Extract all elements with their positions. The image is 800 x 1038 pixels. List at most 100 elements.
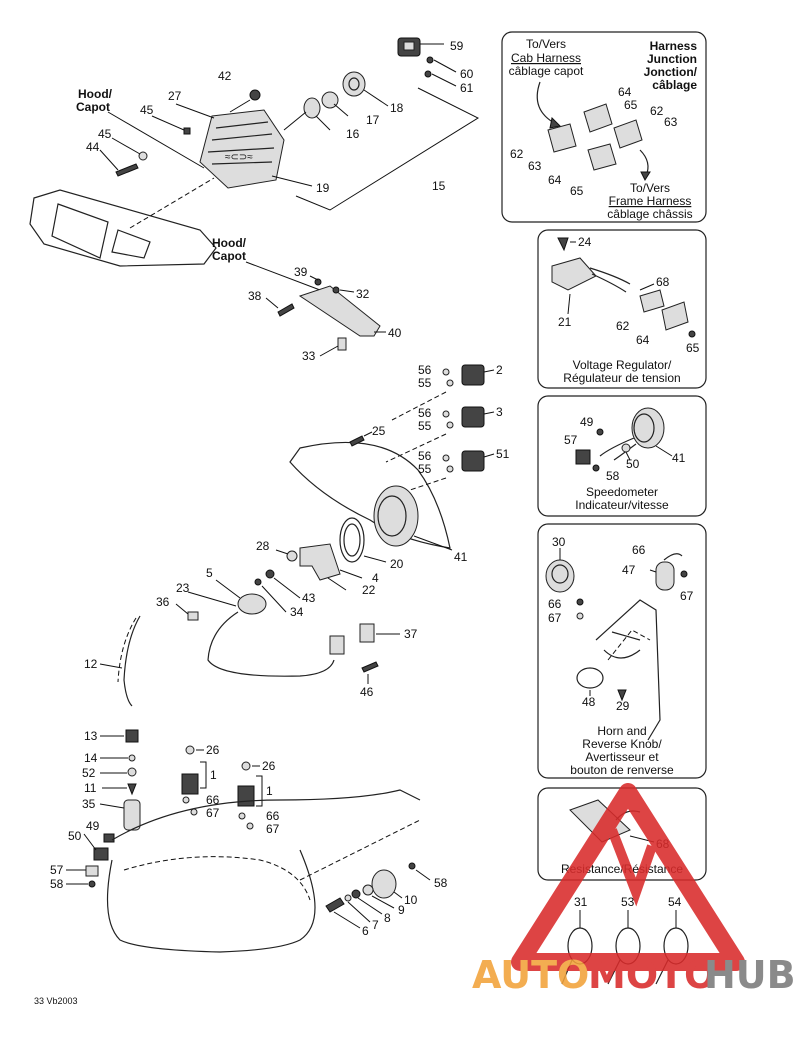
cable-ties: 31 53 54 — [561, 895, 689, 985]
leader-line — [273, 577, 301, 599]
callout-52: 52 — [82, 766, 96, 780]
connector-64a — [583, 103, 613, 133]
horn-66b-label: 66 — [548, 597, 562, 611]
leader-line — [333, 911, 361, 929]
regulator-caption-1: Voltage Regulator/ — [573, 358, 672, 372]
washer-28 — [286, 550, 298, 562]
footer-code: 33 Vb2003 — [34, 996, 78, 1006]
leader-line — [275, 549, 289, 555]
callout-11: 11 — [84, 781, 97, 795]
callout-7: 7 — [372, 918, 379, 932]
terminal-60 — [426, 56, 434, 64]
regulator-62: 62 — [616, 319, 630, 333]
panel-harness-junction: To/Vers Cab Harness câblage capot Harnes… — [501, 31, 707, 223]
callout-1b: 1 — [266, 784, 273, 798]
handlebar-column — [595, 599, 661, 741]
key-switch-10 — [371, 869, 397, 899]
switch-51 — [461, 450, 485, 472]
washer-45 — [183, 127, 191, 135]
junction-to-cab-1: To/Vers — [526, 37, 566, 51]
headlight-housing — [199, 109, 285, 189]
connector-62 — [639, 289, 665, 313]
callout-4: 4 — [372, 571, 379, 585]
watermark-auto: AUTO — [472, 953, 589, 997]
callout-6: 6 — [362, 924, 369, 938]
leader-line — [385, 433, 447, 463]
panel-frame — [537, 395, 707, 517]
leader-line — [649, 569, 657, 573]
screw-24 — [557, 237, 569, 252]
callout-15: 15 — [432, 179, 446, 193]
terminal-67b — [680, 570, 688, 578]
cab-arrow — [536, 81, 557, 125]
console-harness — [123, 856, 311, 901]
callout-61: 61 — [460, 81, 474, 95]
callout-60: 60 — [460, 67, 474, 81]
part-50 — [621, 443, 631, 453]
hood-capot-label-line1: Hood/ — [78, 87, 113, 101]
panel-speedometer: 49 57 58 50 41 Speedometer Indicateur/vi… — [537, 395, 707, 517]
leader-line — [99, 663, 123, 669]
leader-line — [393, 891, 403, 899]
callout-19: 19 — [316, 181, 330, 195]
leader-line — [339, 569, 363, 579]
callout-45b: 45 — [98, 127, 112, 141]
leader-line — [625, 451, 631, 461]
part-50 — [93, 847, 109, 861]
regulator-21: 21 — [558, 315, 572, 329]
callout-34: 34 — [290, 605, 304, 619]
tie-31-label: 31 — [574, 895, 588, 909]
leader-line — [483, 411, 495, 415]
part-57 — [85, 865, 99, 877]
knob-wire — [663, 553, 683, 561]
callout-42: 42 — [218, 69, 232, 83]
leader-line — [363, 431, 373, 437]
speedo-57: 57 — [564, 433, 578, 447]
callout-66b: 66 — [266, 809, 280, 823]
leader-line — [319, 345, 339, 357]
leader-line — [655, 445, 673, 457]
leader-line — [215, 579, 241, 599]
speedo-caption-2: Indicateur/vitesse — [575, 498, 669, 512]
leader-line — [271, 175, 313, 187]
callout-55b: 55 — [418, 419, 432, 433]
callout-41: 41 — [454, 550, 468, 564]
callout-57: 57 — [50, 863, 64, 877]
leader-line — [229, 99, 251, 113]
screw-46 — [361, 661, 379, 673]
callout-56a: 56 — [418, 363, 432, 377]
callout-50: 50 — [68, 829, 82, 843]
leader-line — [415, 869, 431, 881]
reverse-knob-47 — [655, 561, 675, 591]
leader-line — [283, 111, 307, 131]
junction-62a: 62 — [650, 104, 664, 118]
horn-30-label: 30 — [552, 535, 566, 549]
panel-frame — [501, 31, 707, 223]
callout-38: 38 — [248, 289, 262, 303]
dash-panel — [289, 441, 451, 549]
dust-cap — [342, 71, 366, 97]
leader-line — [483, 453, 495, 458]
horn-48-label: 48 — [582, 695, 596, 709]
speedo-41: 41 — [672, 451, 686, 465]
regulator-65: 65 — [686, 341, 700, 355]
regulator-wires — [589, 267, 631, 293]
arrow-head — [640, 171, 651, 182]
callout-10: 10 — [404, 893, 418, 907]
callout-45a: 45 — [140, 103, 154, 117]
horn-67b-label: 67 — [548, 611, 562, 625]
screw-38 — [277, 303, 295, 317]
leader-line — [567, 293, 571, 315]
knob-26b — [241, 761, 251, 771]
leader-line — [245, 261, 321, 291]
horn-caption-3: Avertisseur et — [585, 750, 659, 764]
console-outline — [106, 789, 421, 953]
horn-caption-4: bouton de renverse — [570, 763, 674, 777]
speedo-49: 49 — [580, 415, 594, 429]
junction-to-cab-3: câblage capot — [509, 64, 584, 78]
callout-23: 23 — [176, 581, 190, 595]
leader-line — [99, 803, 125, 809]
connector-59-face — [403, 41, 415, 51]
headlight-assembly: Hood/ Capot ≈⊂⊃≈ — [29, 37, 480, 267]
gasket-20 — [339, 517, 365, 563]
